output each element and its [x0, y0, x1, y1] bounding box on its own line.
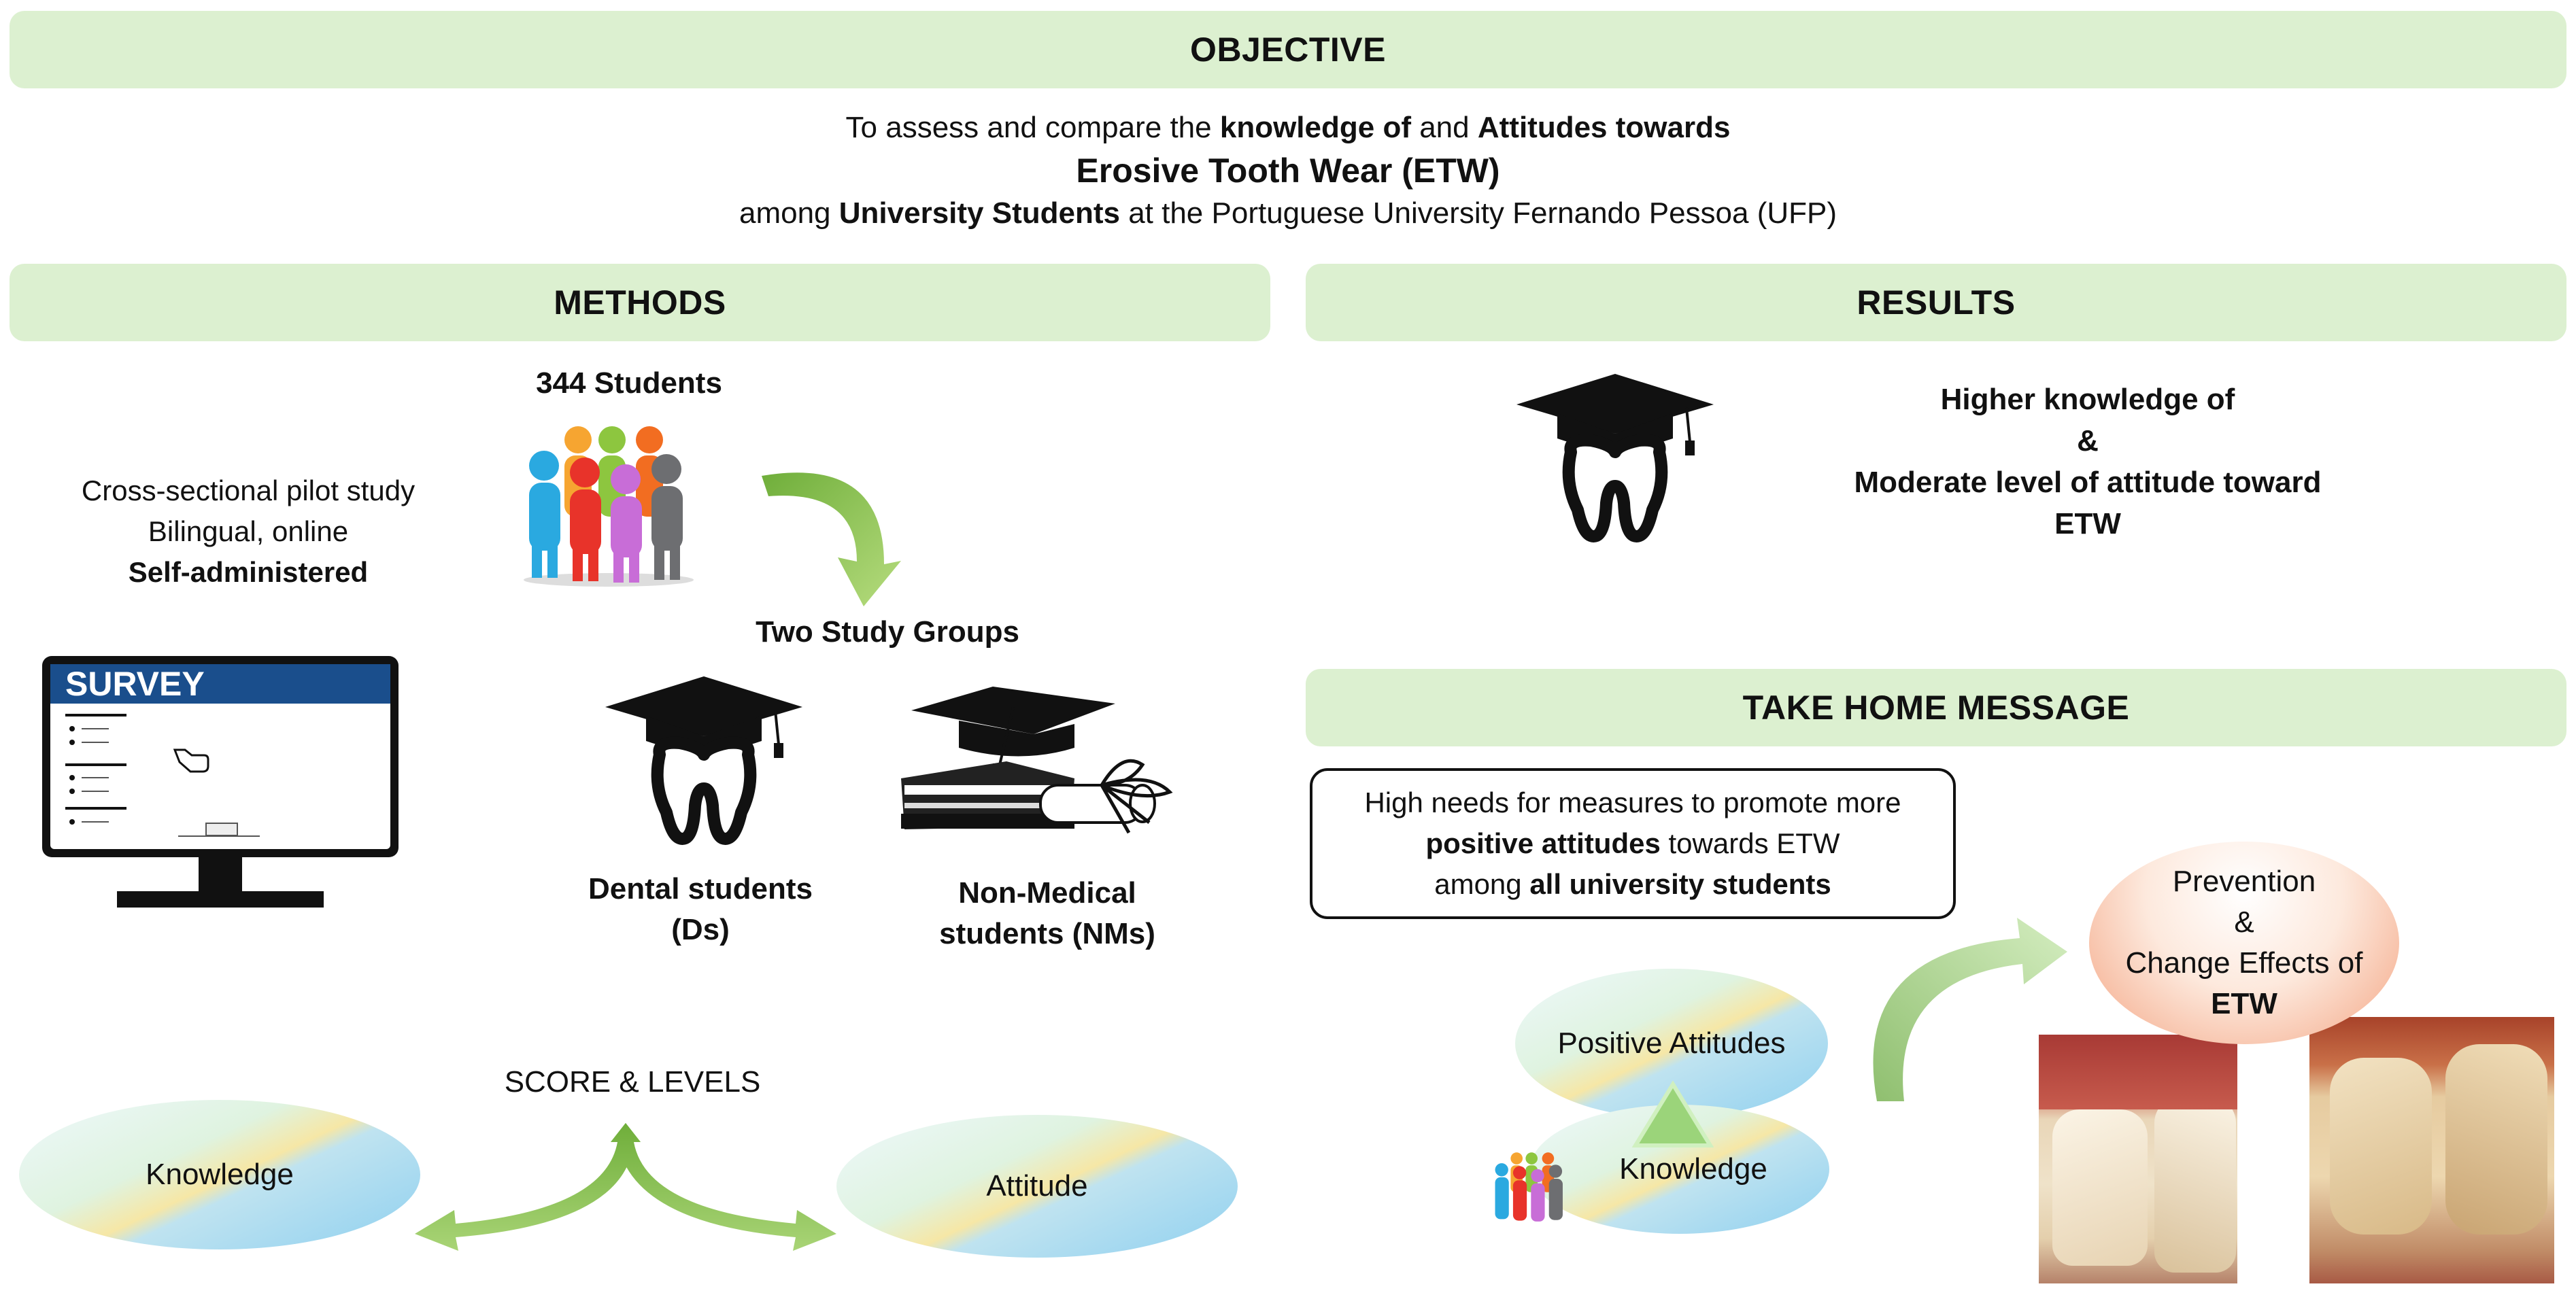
bubble-line-1: Prevention: [2172, 865, 2316, 898]
group-nonmedical-line-1: Non-Medical: [958, 876, 1136, 910]
group-nonmedical-line-2: students (NMs): [939, 917, 1155, 950]
attitude-label: Attitude: [986, 1169, 1088, 1203]
design-line-1: Cross-sectional pilot study: [81, 474, 416, 506]
knowledge-base-label: Knowledge: [1619, 1152, 1767, 1186]
positive-attitudes-label: Positive Attitudes: [1557, 1026, 1786, 1060]
group-nonmedical: Non-Medical students (NMs): [904, 873, 1190, 954]
objective-heading: OBJECTIVE: [10, 11, 2566, 88]
people-group-icon: [524, 426, 694, 587]
prevention-bubble: Prevention & Change Effects of ETW: [2089, 842, 2399, 1044]
group-dental: Dental students (Ds): [558, 869, 843, 950]
triangle-up-icon: [1632, 1081, 1714, 1147]
group-dental-line-2: (Ds): [671, 913, 730, 946]
score-levels-title: SCORE & LEVELS: [504, 1065, 761, 1099]
take-home-heading: TAKE HOME MESSAGE: [1306, 669, 2566, 746]
objective-line-3: among University Students at the Portugu…: [739, 196, 1837, 230]
graduation-books-icon: [901, 687, 1173, 834]
split-arrows-icon: [415, 1123, 836, 1251]
curved-arrow-icon: [762, 472, 901, 606]
results-line-3: Moderate level of attitude toward: [1854, 466, 2322, 499]
message-line-1: High needs for measures to promote more: [1364, 787, 1901, 818]
take-home-heading-text: TAKE HOME MESSAGE: [1742, 689, 2130, 727]
message-line-3: among all university students: [1434, 868, 1831, 900]
attitude-ellipse: Attitude: [836, 1115, 1238, 1258]
results-line-2: &: [2077, 424, 2099, 458]
design-line-3: Self-administered: [128, 556, 369, 588]
survey-label: SURVEY: [65, 665, 205, 703]
groups-title: Two Study Groups: [756, 615, 1019, 649]
knowledge-ellipse: Knowledge: [19, 1100, 420, 1249]
results-tooth-icon: [1516, 374, 1714, 542]
take-home-message: High needs for measures to promote more …: [1310, 768, 1956, 919]
bubble-line-4: ETW: [2211, 987, 2277, 1020]
students-count: 344 Students: [536, 366, 722, 400]
methods-heading: METHODS: [10, 264, 1270, 341]
bubble-line-3: Change Effects of: [2125, 946, 2363, 980]
results-heading-text: RESULTS: [1857, 283, 2016, 322]
objective-line-1: To assess and compare the knowledge of a…: [845, 111, 1731, 144]
design-line-2: Bilingual, online: [148, 515, 349, 547]
results-line-4: ETW: [2054, 507, 2121, 540]
objective-heading-text: OBJECTIVE: [1190, 31, 1386, 69]
message-line-2: positive attitudes towards ETW: [1425, 827, 1840, 859]
results-line-1: Higher knowledge of: [1940, 383, 2235, 416]
bubble-line-2: &: [2234, 905, 2254, 939]
erosion-photo-2: [2309, 1017, 2554, 1283]
group-dental-line-1: Dental students: [588, 872, 813, 905]
small-people-icon: [1495, 1152, 1563, 1222]
methods-heading-text: METHODS: [554, 283, 726, 322]
objective-line-2: Erosive Tooth Wear (ETW): [1076, 152, 1500, 190]
results-heading: RESULTS: [1306, 264, 2566, 341]
results-text: Higher knowledge of & Moderate level of …: [1768, 379, 2407, 545]
erosion-photo-1: [2039, 1035, 2237, 1283]
pointer-hand-icon: [173, 748, 209, 773]
objective-text: To assess and compare the knowledge of a…: [0, 107, 2576, 234]
study-design: Cross-sectional pilot study Bilingual, o…: [27, 470, 469, 593]
computer-survey-icon: SURVEY: [42, 656, 399, 914]
knowledge-label: Knowledge: [146, 1158, 294, 1191]
curved-arrow-to-prevention-icon: [1873, 918, 2067, 1101]
graduation-tooth-icon: [605, 676, 802, 845]
